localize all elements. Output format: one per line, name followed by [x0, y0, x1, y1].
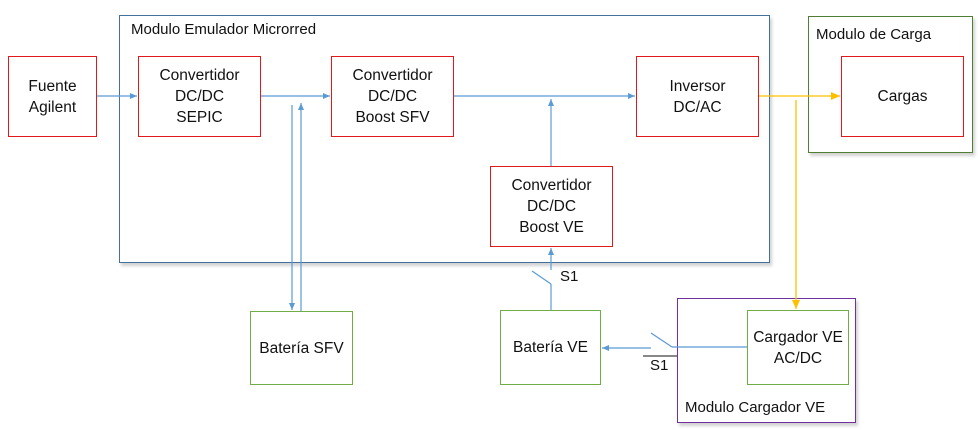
- switch-s1-top-blade: [531, 270, 552, 285]
- battery-sfv-block: Batería SFV: [250, 311, 353, 385]
- inverter-block: Inversor DC/AC: [636, 56, 759, 137]
- source-agilent-block: Fuente Agilent: [8, 56, 97, 137]
- sepic-converter-label: Convertidor DC/DC SEPIC: [159, 67, 240, 126]
- switch-s1-bottom-blade: [650, 332, 673, 348]
- microgrid-module-label: Modulo Emulador Microrred: [131, 21, 317, 38]
- switch-s1-top-label: S1: [560, 268, 579, 285]
- switch-s1-bottom-label: S1: [650, 357, 669, 374]
- charger-module-label: Modulo Cargador VE: [685, 399, 826, 416]
- boost-ve-converter-block: Convertidor DC/DC Boost VE: [490, 166, 613, 247]
- boost-sfv-converter-block: Convertidor DC/DC Boost SFV: [331, 56, 454, 137]
- boost-sfv-converter-label: Convertidor DC/DC Boost SFV: [352, 67, 433, 126]
- battery-ve-block: Batería VE: [500, 310, 601, 385]
- load-module-label: Modulo de Carga: [816, 26, 932, 43]
- battery-ve-label: Batería VE: [513, 339, 588, 356]
- battery-sfv-label: Batería SFV: [259, 339, 344, 357]
- charger-ve-block: Cargador VE AC/DC: [747, 310, 849, 385]
- charger-ve-label: Cargador VE AC/DC: [753, 328, 843, 367]
- inverter-label: Inversor DC/AC: [669, 77, 726, 116]
- loads-label: Cargas: [877, 88, 928, 105]
- loads-block: Cargas: [841, 56, 964, 137]
- sepic-converter-block: Convertidor DC/DC SEPIC: [138, 56, 261, 137]
- source-agilent-label: Fuente Agilent: [28, 77, 77, 116]
- boost-ve-converter-label: Convertidor DC/DC Boost VE: [511, 177, 592, 236]
